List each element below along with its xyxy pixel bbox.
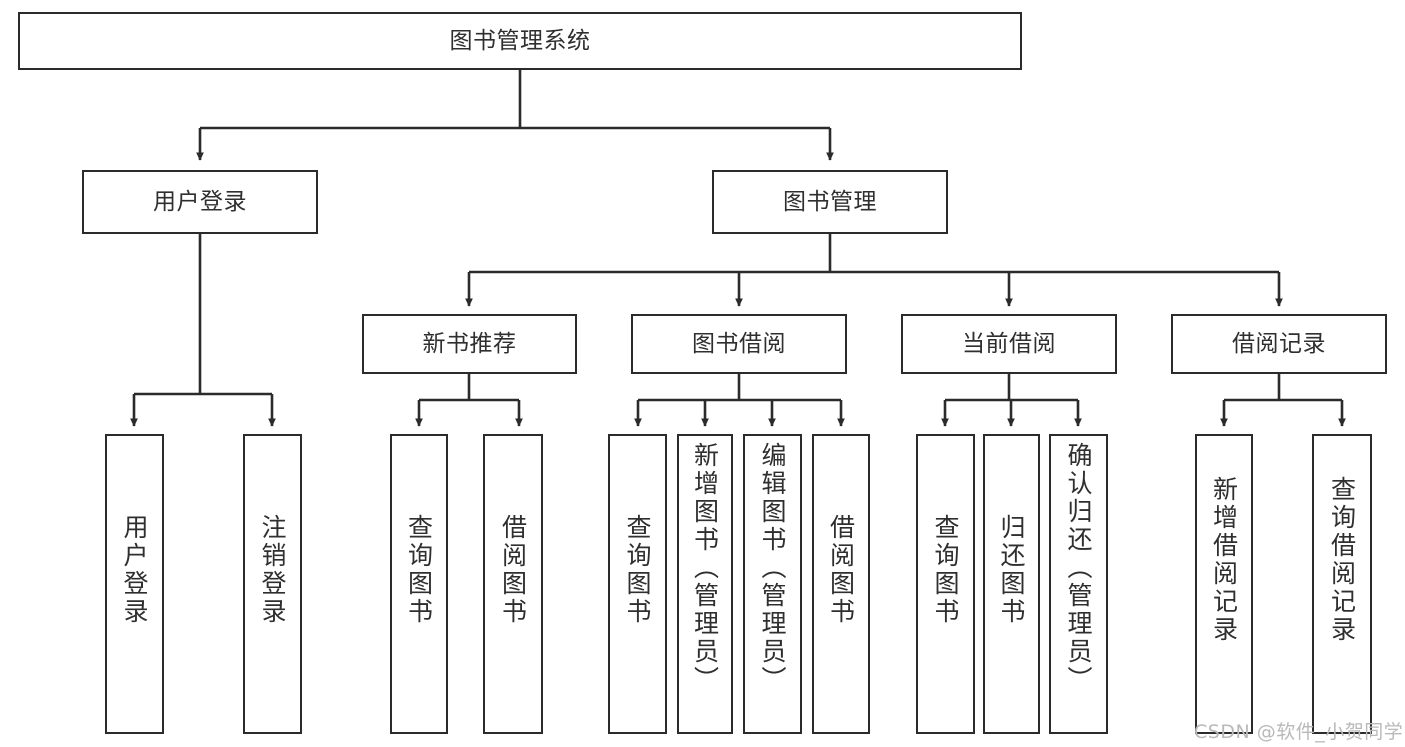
node-label: 借阅图书 bbox=[826, 514, 856, 626]
node-label: 借阅记录 bbox=[1232, 330, 1326, 357]
node-label: 确认归还（管理员） bbox=[1064, 442, 1093, 694]
node-label: 查询图书 bbox=[931, 514, 960, 626]
node-leaf-logout-login[interactable]: 注销登录 bbox=[243, 434, 302, 734]
node-label: 图书管理系统 bbox=[449, 27, 591, 54]
node-label: 当前借阅 bbox=[962, 330, 1056, 357]
node-leaf-borrow-book-2[interactable]: 借阅图书 bbox=[812, 434, 870, 734]
node-leaf-add-record[interactable]: 新增借阅记录 bbox=[1195, 434, 1253, 734]
node-leaf-query-book-2[interactable]: 查询图书 bbox=[608, 434, 667, 734]
node-label: 图书借阅 bbox=[692, 330, 786, 357]
node-leaf-confirm-return[interactable]: 确认归还（管理员） bbox=[1049, 434, 1108, 734]
node-borrow-record[interactable]: 借阅记录 bbox=[1171, 314, 1387, 374]
node-leaf-edit-book[interactable]: 编辑图书（管理员） bbox=[743, 434, 802, 734]
node-label: 查询图书 bbox=[623, 514, 652, 626]
node-leaf-borrow-book-1[interactable]: 借阅图书 bbox=[483, 434, 543, 734]
node-leaf-query-record[interactable]: 查询借阅记录 bbox=[1312, 434, 1372, 734]
node-new-book-recommend[interactable]: 新书推荐 bbox=[362, 314, 577, 374]
node-current-borrow[interactable]: 当前借阅 bbox=[901, 314, 1117, 374]
node-leaf-add-book[interactable]: 新增图书（管理员） bbox=[677, 434, 733, 734]
node-label: 编辑图书（管理员） bbox=[758, 442, 787, 694]
node-label: 新增借阅记录 bbox=[1209, 476, 1239, 644]
node-book-borrow[interactable]: 图书借阅 bbox=[631, 314, 847, 374]
node-label: 注销登录 bbox=[258, 514, 287, 626]
node-leaf-query-book-1[interactable]: 查询图书 bbox=[390, 434, 448, 734]
node-label: 新书推荐 bbox=[422, 330, 517, 357]
node-label: 查询借阅记录 bbox=[1327, 476, 1357, 644]
node-user-login[interactable]: 用户登录 bbox=[82, 170, 318, 234]
node-root-system[interactable]: 图书管理系统 bbox=[18, 12, 1022, 70]
node-label: 借阅图书 bbox=[498, 514, 528, 626]
node-label: 归还图书 bbox=[997, 514, 1026, 626]
node-leaf-return-book[interactable]: 归还图书 bbox=[983, 434, 1040, 734]
node-book-management[interactable]: 图书管理 bbox=[712, 170, 948, 234]
node-label: 新增图书（管理员） bbox=[690, 442, 720, 694]
node-leaf-query-book-3[interactable]: 查询图书 bbox=[916, 434, 975, 734]
node-label: 用户登录 bbox=[153, 188, 247, 215]
csdn-watermark: CSDN @软件_小贺同学 bbox=[1194, 721, 1404, 743]
node-label: 查询图书 bbox=[404, 514, 434, 626]
node-leaf-user-login[interactable]: 用户登录 bbox=[105, 434, 164, 734]
node-label: 用户登录 bbox=[120, 514, 149, 626]
node-label: 图书管理 bbox=[783, 188, 877, 215]
